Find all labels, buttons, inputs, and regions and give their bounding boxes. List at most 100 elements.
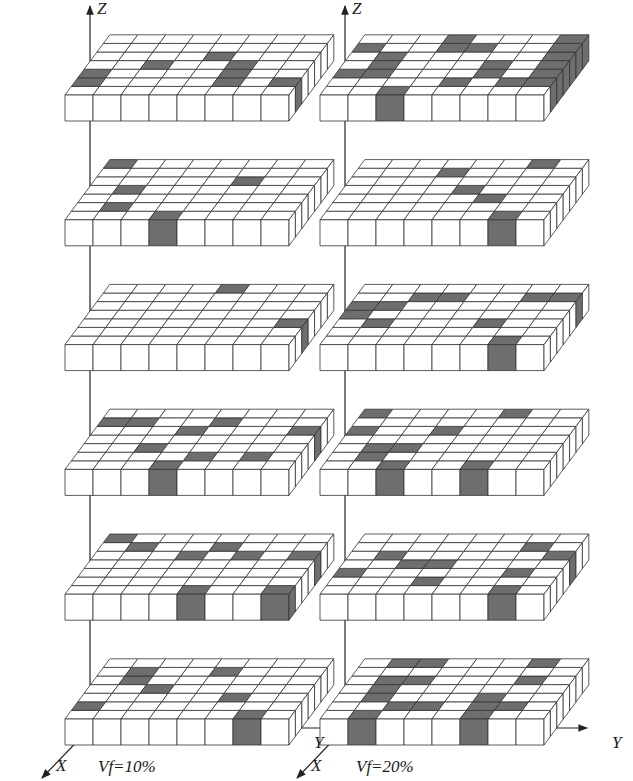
side-face: [550, 452, 556, 487]
front-face: [121, 95, 149, 121]
front-face: [149, 220, 177, 246]
front-face: [121, 345, 149, 371]
front-face: [261, 345, 289, 371]
side-face: [570, 551, 576, 586]
front-face: [348, 220, 376, 246]
front-face: [348, 469, 376, 495]
side-face: [295, 327, 301, 362]
fiber-layer: [65, 409, 334, 495]
side-face: [544, 86, 550, 121]
side-face: [576, 418, 582, 453]
volume-fraction-label: Vf=20%: [356, 758, 414, 777]
side-face: [302, 444, 308, 479]
front-face: [432, 469, 460, 495]
fiber-layer: [65, 35, 334, 121]
front-face: [432, 95, 460, 121]
side-face: [557, 319, 563, 354]
axes: [297, 6, 587, 778]
front-face: [404, 95, 432, 121]
fiber-layer: [65, 659, 334, 745]
front-face: [233, 594, 261, 620]
side-face: [321, 418, 327, 453]
front-face: [93, 469, 121, 495]
side-face: [327, 409, 333, 444]
side-face: [544, 336, 550, 371]
side-face: [289, 710, 295, 745]
front-face: [432, 719, 460, 745]
side-face: [582, 35, 588, 70]
front-face: [320, 469, 348, 495]
fiber-layer: [320, 160, 589, 246]
front-face: [348, 594, 376, 620]
front-face: [233, 719, 261, 745]
front-face: [320, 95, 348, 121]
front-face: [432, 594, 460, 620]
front-face: [404, 469, 432, 495]
side-face: [289, 461, 295, 496]
side-face: [570, 676, 576, 711]
front-face: [376, 594, 404, 620]
front-face: [177, 345, 205, 371]
side-face: [550, 203, 556, 238]
front-face: [205, 594, 233, 620]
front-face: [320, 594, 348, 620]
front-face: [65, 345, 93, 371]
front-face: [149, 594, 177, 620]
side-face: [295, 702, 301, 737]
side-face: [550, 327, 556, 362]
fiber-layer: [320, 409, 589, 495]
side-face: [582, 534, 588, 569]
side-face: [308, 310, 314, 345]
side-face: [315, 177, 321, 212]
side-face: [308, 61, 314, 96]
front-face: [233, 469, 261, 495]
axis-label: X: [56, 757, 66, 776]
side-face: [563, 185, 569, 220]
side-face: [308, 185, 314, 220]
side-face: [570, 177, 576, 212]
front-face: [432, 220, 460, 246]
side-face: [302, 194, 308, 229]
front-face: [376, 345, 404, 371]
side-face: [327, 284, 333, 319]
front-face: [404, 345, 432, 371]
side-face: [302, 69, 308, 104]
front-face: [177, 719, 205, 745]
front-face: [205, 345, 233, 371]
side-face: [308, 435, 314, 470]
front-face: [348, 345, 376, 371]
front-face: [516, 220, 544, 246]
front-face: [516, 594, 544, 620]
front-face: [177, 220, 205, 246]
front-face: [177, 469, 205, 495]
side-face: [321, 168, 327, 203]
front-face: [177, 95, 205, 121]
side-face: [576, 667, 582, 702]
side-face: [544, 211, 550, 246]
side-face: [327, 534, 333, 569]
front-face: [65, 719, 93, 745]
fiber-layer: [65, 284, 334, 370]
fiber-layer: [320, 284, 589, 370]
fiber-layer: [320, 534, 589, 620]
front-face: [93, 345, 121, 371]
front-face: [460, 719, 488, 745]
front-face: [121, 594, 149, 620]
fiber-layer: [320, 35, 589, 121]
side-face: [557, 444, 563, 479]
axis-label: Y: [314, 734, 323, 753]
front-face: [516, 345, 544, 371]
front-face: [516, 719, 544, 745]
side-face: [563, 685, 569, 720]
front-face: [93, 220, 121, 246]
front-face: [233, 95, 261, 121]
axis-label: X: [311, 757, 321, 776]
front-face: [93, 594, 121, 620]
front-face: [376, 95, 404, 121]
front-face: [261, 594, 289, 620]
side-face: [289, 86, 295, 121]
front-face: [488, 594, 516, 620]
side-face: [315, 52, 321, 87]
side-face: [557, 194, 563, 229]
